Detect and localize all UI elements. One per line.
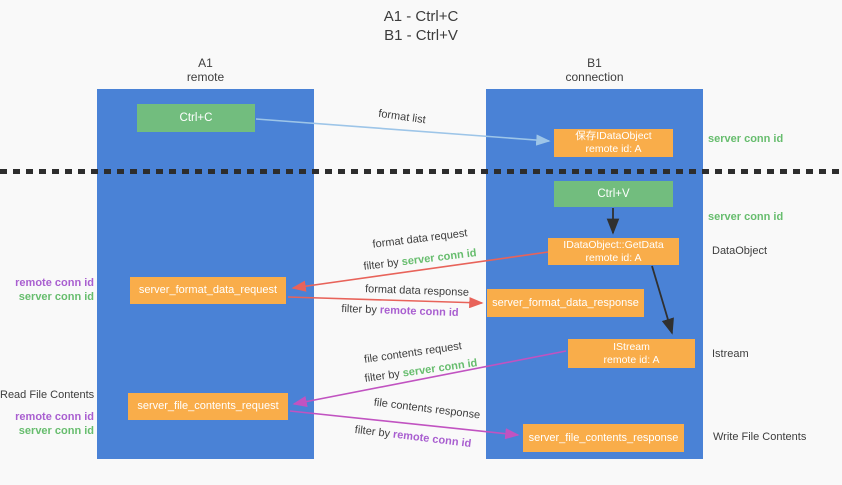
getdata-line2: remote id: A (585, 251, 642, 264)
arrow-file-contents-request (292, 350, 567, 408)
server-file-contents-request-box: server_file_contents_request (128, 393, 288, 420)
arrow-format-list (255, 118, 551, 146)
server-format-data-response-box: server_format_data_response (487, 289, 644, 317)
server-conn-id-label-mid: server conn id (708, 211, 784, 223)
getdata-line1: IDataObject::GetData (563, 238, 664, 251)
file-response-label: server_file_contents_response (528, 431, 679, 444)
arrow-format-data-request (291, 251, 549, 292)
title-line-1: A1 - Ctrl+C (383, 8, 459, 25)
format-response-label: server_format_data_response (492, 296, 639, 309)
remote-conn-id-label-2: remote conn id (15, 411, 94, 423)
arrow-format-data-response (287, 296, 484, 309)
save-idataobject-line1: 保存IDataObject (575, 130, 652, 142)
write-file-contents-label: Write File Contents (713, 431, 807, 443)
server-conn-id-label-top: server conn id (708, 133, 784, 145)
istream-line2: remote id: A (603, 353, 660, 366)
ctrl-c-label: Ctrl+C (179, 112, 213, 124)
format-request-label: server_format_data_request (138, 284, 278, 296)
column-header-b1: B1 connection (486, 56, 703, 84)
ctrl-v-box: Ctrl+V (554, 181, 673, 207)
arrow-getdata-to-istream (651, 265, 674, 335)
istream-line1: IStream (613, 340, 650, 353)
ctrl-c-box: Ctrl+C (137, 104, 255, 132)
conn-id-pair-file: remote conn id server conn id (0, 411, 94, 438)
read-file-contents-label: Read File Contents (0, 389, 95, 401)
title-line-2: B1 - Ctrl+V (384, 27, 458, 44)
server-file-contents-response-box: server_file_contents_response (523, 424, 684, 452)
server-conn-id-label-1: server conn id (18, 290, 94, 303)
column-b1-role: connection (565, 70, 624, 84)
idataobject-getdata-box: IDataObject::GetData remote id: A (548, 238, 679, 265)
server-format-data-request-box: server_format_data_request (130, 277, 286, 304)
column-a1-role: remote (186, 70, 225, 84)
column-a1-name: A1 (198, 56, 213, 70)
dataobject-label: DataObject (712, 245, 768, 257)
column-b1-name: B1 (587, 56, 602, 70)
filter-by-text: filter by (341, 302, 378, 317)
separator-dashed-line (0, 169, 842, 174)
istream-side-label: Istream (712, 348, 749, 360)
file-request-label: server_file_contents_request (137, 400, 279, 412)
conn-id-pair-format: remote conn id server conn id (0, 277, 94, 304)
ctrl-v-label: Ctrl+V (597, 188, 630, 200)
istream-box: IStream remote id: A (568, 339, 695, 368)
remote-conn-id-label-1: remote conn id (15, 277, 94, 289)
arrow-file-contents-response (289, 410, 520, 440)
diagram-title: A1 - Ctrl+C B1 - Ctrl+V (0, 7, 842, 45)
server-conn-id-label-2: server conn id (18, 424, 94, 437)
save-idataobject-box: 保存IDataObject remote id: A (554, 129, 673, 157)
save-idataobject-line2: remote id: A (585, 143, 642, 155)
column-header-a1: A1 remote (97, 56, 314, 84)
